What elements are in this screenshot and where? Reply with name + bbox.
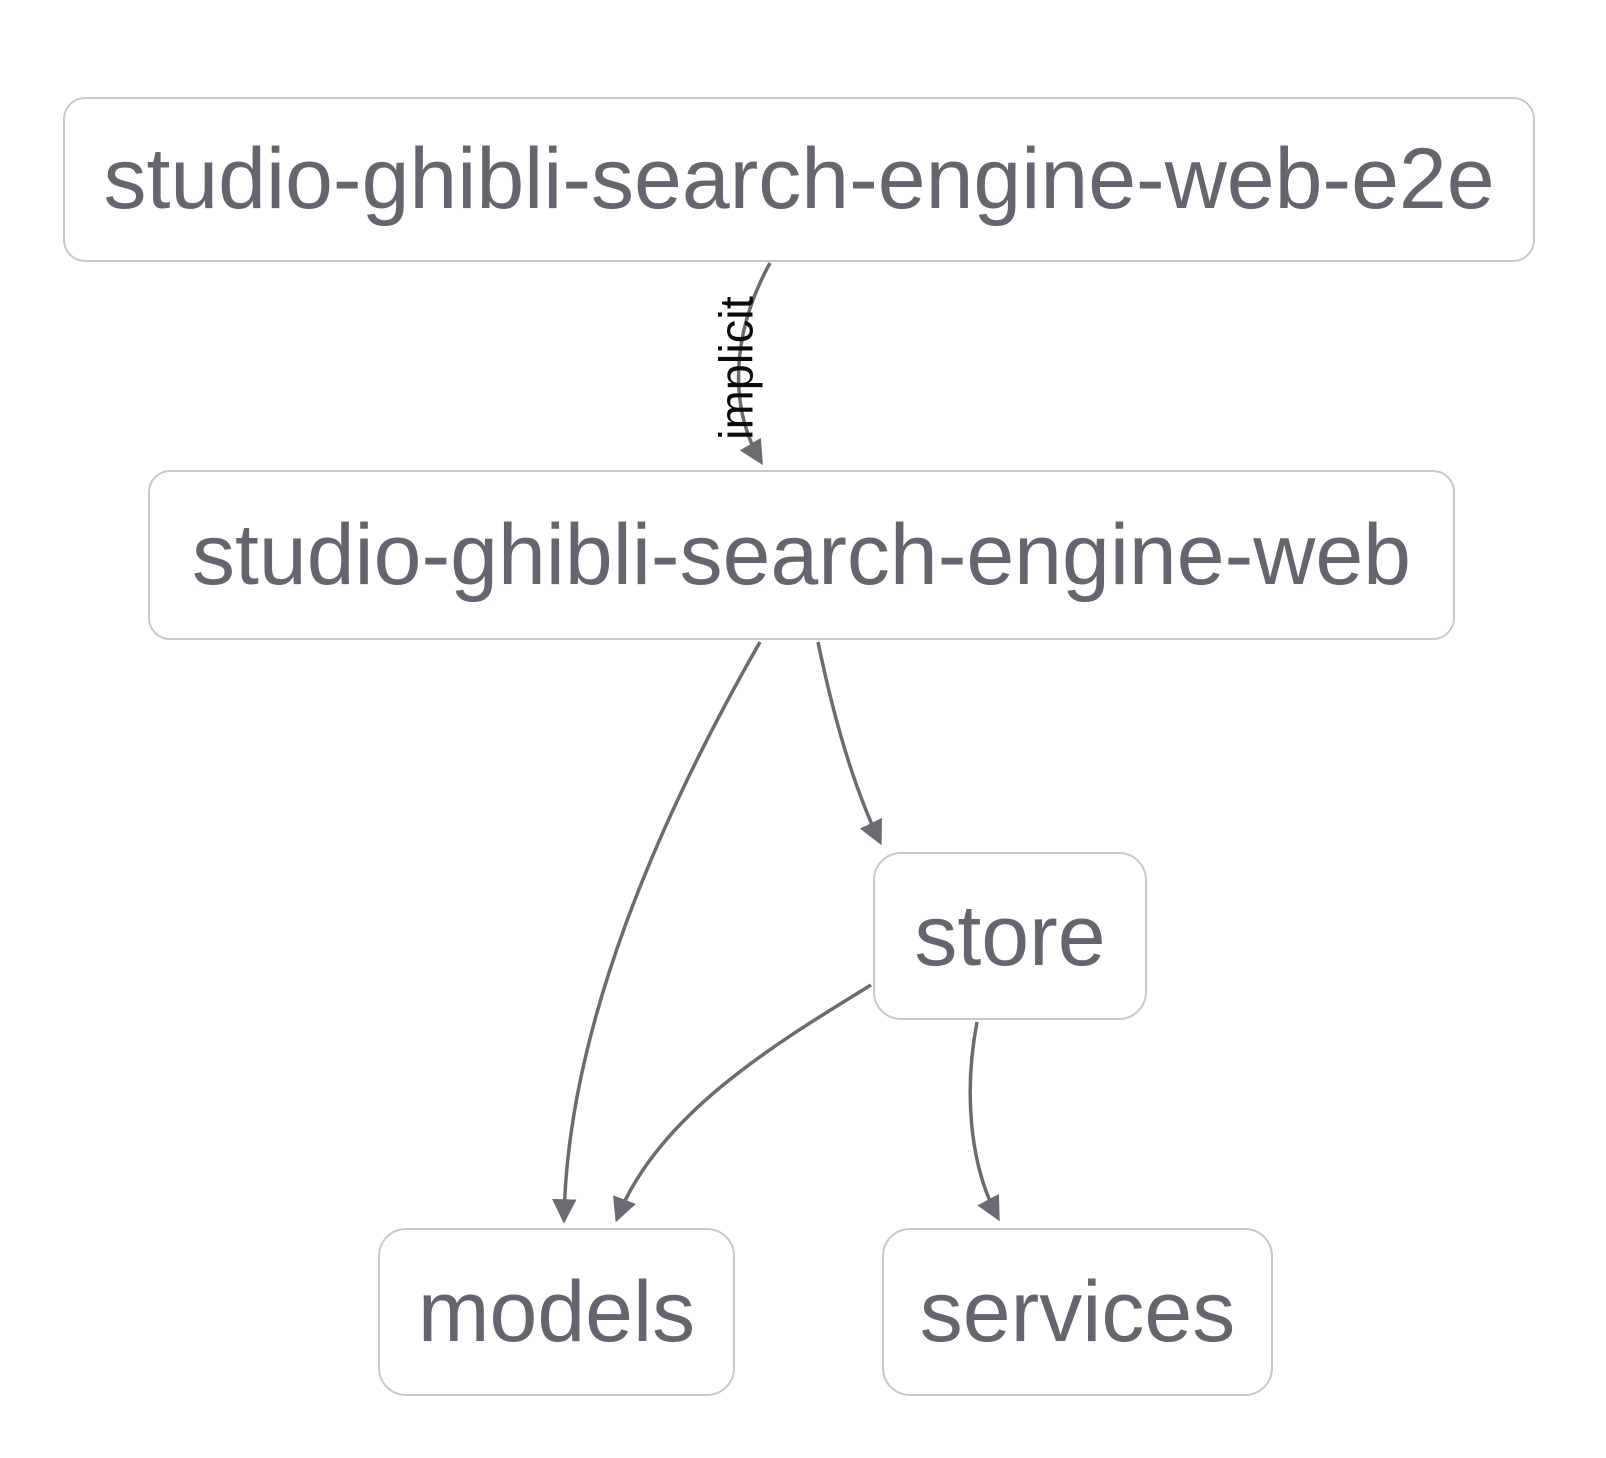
node-services[interactable]: services (882, 1228, 1273, 1396)
node-label: studio-ghibli-search-engine-web-e2e (103, 131, 1495, 227)
edge-store-to-models (613, 983, 872, 1223)
node-models[interactable]: models (378, 1228, 735, 1396)
node-label: store (914, 887, 1106, 984)
edge-web-to-models (552, 641, 762, 1224)
edge-web-to-store (816, 641, 882, 846)
node-studio-ghibli-search-engine-web-e2e[interactable]: studio-ghibli-search-engine-web-e2e (63, 97, 1535, 262)
edge-label-implicit: implicit (709, 296, 762, 440)
edge-e2e-to-web (736, 262, 772, 466)
node-store[interactable]: store (873, 852, 1147, 1020)
node-label: services (919, 1263, 1236, 1360)
node-label: models (417, 1263, 696, 1360)
node-studio-ghibli-search-engine-web[interactable]: studio-ghibli-search-engine-web (148, 470, 1455, 640)
edge-store-to-services (968, 1021, 1000, 1222)
node-label: studio-ghibli-search-engine-web (192, 506, 1411, 603)
